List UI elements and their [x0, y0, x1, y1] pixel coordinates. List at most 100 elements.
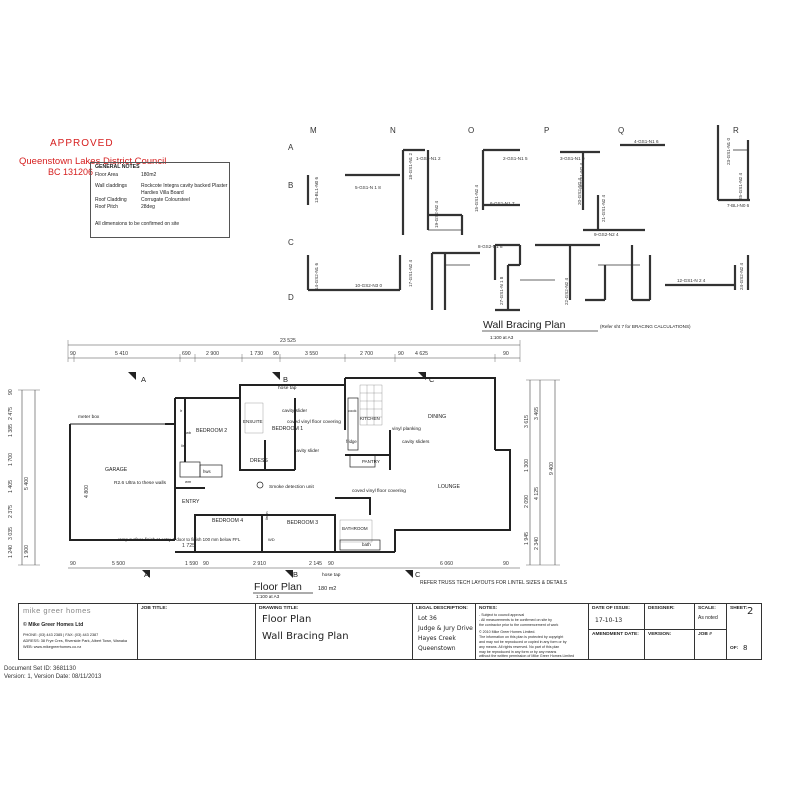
grid-marker-arrow — [405, 570, 413, 578]
bracing-label: 27-GS1-N 1 8 — [499, 276, 504, 305]
pantry — [349, 454, 376, 468]
version-label: VERSION: — [648, 632, 672, 637]
dim-text: 3 465 — [534, 407, 540, 420]
document-version: Version: 1, Version Date: 08/11/2013 — [4, 674, 102, 680]
tb-note-line: - Subject to council approval — [479, 613, 525, 617]
sheet-label: SHEET: — [730, 606, 748, 611]
tb-note-line: and may not be reproduced or copied in a… — [479, 640, 567, 644]
dim-text: 6 060 — [440, 561, 453, 567]
annotation-meter-box: meter box — [78, 414, 100, 420]
drawing-title-cell: DRAWING TITLE: Floor Plan Wall Bracing P… — [255, 604, 413, 659]
grid-col-m: M — [310, 126, 317, 135]
dim-text: 9 400 — [549, 462, 555, 475]
north-wall — [345, 377, 496, 450]
dim-text: 3 550 — [305, 351, 318, 357]
dim-text: 90 — [398, 351, 404, 357]
internal-wall — [335, 497, 371, 515]
notes-footer: All dimensions to be confirmed on site — [95, 221, 180, 227]
dim-text: 2 700 — [360, 351, 373, 357]
dim-text: 2 340 — [534, 537, 540, 550]
date-cell: DATE OF ISSUE: 17-10-13 AMENDMENT DATE: — [588, 604, 645, 659]
grid-marker-arrow — [272, 372, 280, 380]
garage-wall — [69, 424, 175, 541]
grid-col-r: R — [733, 126, 739, 135]
dim-text: 1 700 — [8, 453, 14, 466]
dim-text: 90 — [70, 561, 76, 567]
room-wb: wb — [186, 430, 192, 435]
bracing-label: 20-GS2-N2 4 — [577, 177, 582, 205]
bracing-label: 24-GS2-N2 4 — [739, 262, 744, 290]
dim-text: 90 — [8, 389, 14, 395]
floor-plan-scale: 1:100 at A3 — [256, 594, 280, 599]
grid-marker: B — [283, 375, 288, 384]
dim-text: 2 375 — [8, 505, 14, 518]
room-lin: lin — [181, 443, 185, 448]
scale-cell: SCALE: As noted JOB # — [694, 604, 727, 659]
bracing-label: 17-GS1-N2 4 — [408, 259, 413, 287]
tile-grid — [359, 384, 383, 426]
room-dress: DRESS — [250, 458, 268, 464]
amendment-label: AMENDMENT DATE: — [592, 632, 639, 637]
room-lr: lr — [180, 408, 183, 413]
job-number-label: JOB # — [698, 632, 712, 637]
annotation-cavity-sliders: cavity sliders — [402, 439, 430, 445]
room-bathroom: BATHROOM — [342, 526, 368, 531]
notes-label: Roof Pitch — [95, 204, 119, 210]
floor-plan-annotations: meter box hose tap cavity slider coved v… — [78, 385, 568, 586]
floor-plan-grid-markers: A B C A B C — [128, 372, 435, 579]
company-contact: WEB: www.mikegreerhomes.co.nz — [23, 645, 82, 649]
designer-cell: DESIGNER: VERSION: — [644, 604, 695, 659]
grid-col-q: Q — [618, 126, 624, 135]
room-kitchen: KITCHEN — [360, 416, 380, 421]
bracing-label: 18-GS1-N1 2 — [408, 152, 413, 180]
sheet-cell: SHEET: 2 OF: 8 — [726, 604, 761, 659]
bracing-label: 7-BLI-N0 6 — [727, 203, 750, 208]
room-fridge: fridge — [346, 439, 357, 444]
room-bedroom-1: BEDROOM 1 — [272, 426, 303, 432]
internal-wall — [239, 398, 295, 471]
dim-text: 2 910 — [253, 561, 266, 567]
legal-line: Hayes Creek — [418, 635, 456, 642]
bracing-label: 13-BL1-N0 6 — [314, 177, 319, 203]
bathroom-tiles — [339, 519, 373, 543]
grid-row-c: C — [288, 238, 294, 247]
notes-value: Rockcote Integra cavity backed Plaster — [141, 183, 228, 189]
dim-text: 4 125 — [534, 487, 540, 500]
floor-plan-area: 180 m2 — [318, 586, 336, 592]
bracing-label: 16-GS1-N2 4 — [579, 162, 584, 190]
annotation-hose-tap: hose tap — [278, 385, 297, 391]
bracing-label: 19-GS2-N2 4 — [434, 200, 439, 228]
of-label: OF: — [730, 646, 739, 651]
tb-note-line: The information on this plan is protecte… — [479, 635, 564, 639]
sheet-value: 2 — [747, 606, 754, 617]
annotation-insulation: R2.6 Ultra to these walls — [114, 480, 167, 486]
north-wall — [175, 384, 345, 399]
legal-line: Judge & Jury Drive — [418, 625, 473, 632]
room-ensuite: ENSUITE — [243, 419, 263, 424]
notes-cell: NOTES: - Subject to council approval - A… — [475, 604, 589, 659]
bracing-label: 23-GS1-N1 0 — [726, 137, 731, 165]
bracing-label: 1-GS1-N1 2 — [416, 156, 441, 161]
floor-plan-walls — [69, 377, 511, 553]
kitchen-bench — [347, 397, 359, 451]
dim-text: 5 410 — [115, 351, 128, 357]
hws-fixture — [199, 464, 223, 478]
tb-notes-label: NOTES: — [479, 606, 498, 611]
dim-text: 90 — [203, 561, 209, 567]
council-name: Queenstown Lakes District Council — [19, 156, 167, 167]
dim-text: 5 400 — [24, 477, 30, 490]
general-notes-title: GENERAL NOTES — [95, 164, 140, 170]
dim-text: 2 090 — [524, 495, 530, 508]
smoke-detector-icon — [256, 481, 264, 489]
annotation-truss-ref: REFER TRUSS TECH LAYOUTS FOR LINTEL SIZE… — [420, 580, 568, 586]
dim-text: 90 — [273, 351, 279, 357]
company-contact: ADRESS: 38 Frye Cres, Riverside Park, Al… — [23, 639, 128, 643]
company-name: © Mike Greer Homes Ltd — [23, 622, 84, 628]
bracing-label: 10-GS2-N3 0 — [355, 283, 383, 288]
grid-marker: A — [144, 570, 149, 579]
dim-text: 1 900 — [24, 545, 30, 558]
grid-col-p: P — [544, 126, 549, 135]
floor-plan-title-group: Floor Plan 180 m2 1:100 at A3 — [254, 581, 336, 599]
annotation-ramp: ramp surface finish at entry & door to f… — [118, 537, 241, 542]
